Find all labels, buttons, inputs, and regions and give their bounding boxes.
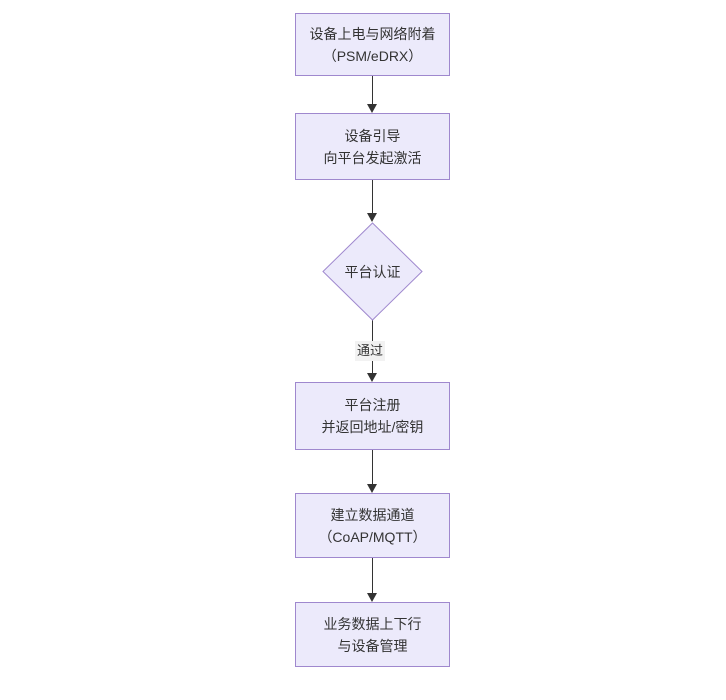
arrow-head-icon: [367, 593, 377, 602]
node-bootstrap-line-2: 向平台发起激活: [323, 149, 422, 166]
edge-line: [372, 450, 373, 484]
node-service-data[interactable]: 业务数据上下行 与设备管理: [295, 602, 450, 667]
node-bootstrap-line-1: 设备引导: [344, 127, 401, 144]
node-bootstrap[interactable]: 设备引导 向平台发起激活: [295, 113, 450, 180]
node-data-channel[interactable]: 建立数据通道 （CoAP/MQTT）: [295, 493, 450, 558]
node-data-channel-line-1: 建立数据通道: [330, 506, 415, 523]
node-power-on[interactable]: 设备上电与网络附着 （PSM/eDRX）: [295, 13, 450, 76]
arrow-head-icon: [367, 104, 377, 113]
edge-line: [372, 180, 373, 213]
diamond-shape-icon: [322, 222, 423, 321]
node-platform-auth-label: 平台认证: [344, 263, 401, 280]
edge-line: [372, 558, 373, 593]
edge-data-channel-to-service-data: [367, 558, 377, 602]
node-power-on-line-1: 设备上电与网络附着: [309, 25, 436, 42]
edge-label-pass: 通过: [355, 341, 386, 361]
node-data-channel-line-2: （CoAP/MQTT）: [318, 528, 427, 545]
node-platform-register-line-1: 平台注册: [344, 397, 401, 413]
node-power-on-line-2: （PSM/eDRX）: [322, 47, 423, 64]
edge-line: [372, 76, 373, 104]
edge-bootstrap-to-platform-auth: [367, 180, 377, 222]
node-service-data-line-2: 与设备管理: [337, 637, 408, 654]
node-platform-register[interactable]: 平台注册 并返回地址/密钥: [295, 382, 450, 450]
arrow-head-icon: [367, 373, 377, 382]
node-platform-auth[interactable]: 平台认证: [322, 222, 423, 321]
arrow-head-icon: [367, 484, 377, 493]
arrow-head-icon: [367, 213, 377, 222]
node-platform-register-line-2: 并返回地址/密钥: [321, 419, 424, 435]
edge-platform-register-to-data-channel: [367, 450, 377, 493]
edge-power-on-to-bootstrap: [367, 76, 377, 113]
node-service-data-line-1: 业务数据上下行: [323, 615, 422, 632]
